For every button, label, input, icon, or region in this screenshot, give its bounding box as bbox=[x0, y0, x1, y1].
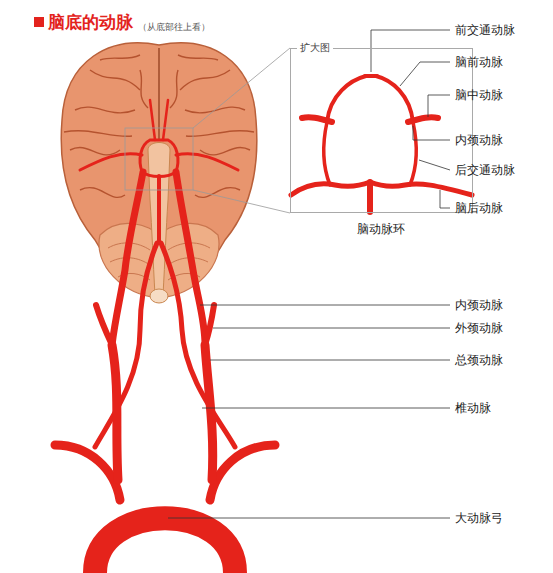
neck-arteries bbox=[55, 445, 120, 500]
neck-arteries bbox=[112, 345, 118, 480]
part-name: 前交通动脉 bbox=[455, 22, 515, 39]
part-name: 内颈动脉 bbox=[455, 132, 503, 149]
neck-arteries bbox=[96, 305, 112, 345]
part-name: 脑前动脉 bbox=[455, 54, 503, 71]
neck-arteries bbox=[205, 305, 214, 345]
brain-arteries bbox=[176, 154, 238, 170]
circle-of-willis bbox=[291, 76, 472, 212]
zoom-frame bbox=[125, 48, 290, 213]
brain bbox=[150, 289, 168, 303]
zoom-frame bbox=[125, 128, 193, 190]
part-name: 内颈动脉 bbox=[455, 297, 503, 314]
neck-arteries bbox=[161, 243, 235, 447]
part-name: 总颈动脉 bbox=[455, 352, 503, 369]
brain-arteries bbox=[157, 176, 161, 242]
brain-arteries bbox=[150, 100, 155, 140]
leader-line bbox=[440, 190, 450, 208]
part-name: 大动脉弓 bbox=[455, 510, 503, 527]
brain-arteries bbox=[80, 100, 238, 242]
zoom-frame bbox=[193, 190, 290, 213]
leader-line bbox=[419, 160, 450, 170]
circle-of-willis bbox=[324, 122, 330, 185]
brain bbox=[158, 48, 160, 140]
part-name: 脑后动脉 bbox=[455, 200, 503, 217]
leader-line bbox=[210, 360, 450, 361]
leader-line bbox=[413, 126, 450, 140]
leader-line bbox=[168, 30, 450, 518]
circle-of-willis bbox=[327, 76, 366, 122]
part-name: 椎动脉 bbox=[455, 400, 491, 417]
brain bbox=[61, 43, 257, 303]
circle-of-willis bbox=[376, 76, 413, 122]
leader-line bbox=[168, 518, 450, 519]
neck-arteries bbox=[55, 172, 275, 573]
neck-arteries bbox=[210, 445, 275, 500]
part-name: 后交通动脉 bbox=[455, 162, 515, 179]
leader-line bbox=[213, 328, 450, 329]
title-square bbox=[34, 17, 44, 27]
brain bbox=[61, 43, 257, 298]
inset-panel: 扩大图 bbox=[290, 48, 473, 213]
zoom-frame bbox=[193, 48, 290, 128]
subtitle: （从底部往上看） bbox=[138, 21, 210, 34]
leader-line bbox=[428, 95, 450, 117]
neck-arteries bbox=[95, 518, 235, 573]
neck-arteries bbox=[205, 345, 213, 480]
brain-arteries bbox=[80, 154, 142, 170]
circle-of-willis bbox=[291, 182, 472, 195]
inset-heading: 扩大图 bbox=[297, 41, 333, 55]
circle-of-willis bbox=[367, 182, 373, 212]
neck-arteries bbox=[176, 172, 205, 345]
figure-title: 脑底的动脉 bbox=[48, 11, 133, 33]
leader-line bbox=[400, 62, 450, 86]
part-name: 脑中动脉 bbox=[455, 87, 503, 104]
brain-arteries bbox=[163, 100, 168, 140]
leader-line bbox=[200, 305, 450, 306]
inset-caption: 脑动脉环 bbox=[357, 221, 405, 238]
leader-line bbox=[202, 408, 450, 409]
neck-arteries bbox=[112, 172, 143, 345]
brain bbox=[148, 143, 170, 296]
part-name: 外颈动脉 bbox=[455, 320, 503, 337]
leader-line bbox=[371, 30, 450, 72]
